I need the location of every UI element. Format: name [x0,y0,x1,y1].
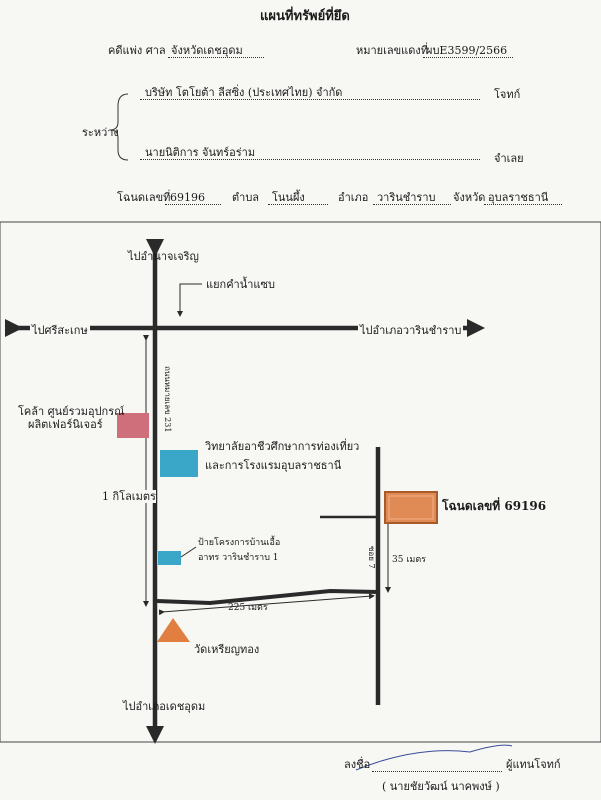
sign-role: ผู้แทนโจทก์ [506,758,561,771]
plaintiff-name: บริษัท โตโยต้า ลีสซิ่ง (ประเทศไทย) จำกัด [145,86,343,99]
between-label: ระหว่าง [82,126,119,139]
court-underline [168,57,264,58]
signature-stroke [355,744,513,771]
furniture-label-1: โคล้า ศูนย์รวมอุปกรณ์ [18,405,125,418]
case-no-underline [423,57,513,58]
deed-no: 69196 [170,191,205,204]
project-sign-marker [158,551,181,565]
furniture-label-2: ผลิตเฟอร์นิเจอร์ [28,418,103,431]
amphoe-value: วารินชำราบ [377,191,436,204]
plaintiff-underline [140,99,480,100]
distance-1km-label: 1 กิโลเมตร [102,490,156,503]
court-value: จังหวัดเดชอุดม [171,44,243,57]
parcel-label: โฉนดเลขที่ 69196 [442,499,547,513]
signer-name: ( นายชัยวัฒน์ นาคพงษ์ ) [382,780,500,793]
plaintiff-role: โจทก์ [494,88,521,101]
highway-label: ถนนหมายเลข 231 [163,366,172,433]
signature-line [372,771,502,772]
defendant-role: จำเลย [494,152,524,165]
junction-label: แยกคำน้ำแซบ [206,278,275,291]
project-label-2: อาทร วารินชำราบ 1 [198,553,279,563]
court-label: คดีแพ่ง ศาล [108,44,166,57]
soi-7-label: ซอย 7 [367,546,376,569]
sign-label: ลงชื่อ [344,758,371,771]
deed-no-underline [165,204,221,205]
deed-label: โฉนดเลขที่ [117,191,171,204]
project-pointer [180,546,197,558]
temple-label: วัดเหรียญทอง [194,643,260,656]
project-label-1: ป้ายโครงการบ้านเอื้อ [198,538,281,548]
between-brace [109,93,129,161]
defendant-underline [140,159,480,160]
amphoe-underline [373,204,451,205]
dimension-225m-line [158,593,375,616]
furniture-shop-marker [117,413,149,438]
tambon-value: โนนผึ้ง [272,191,305,204]
case-no-label: หมายเลขแดงที่ [356,44,428,57]
south-dest-label: ไปอำเภอเดชอุดม [123,700,206,713]
defendant-name: นายนิติการ จันทร์อร่าม [145,146,256,159]
distance-225m-label: 225 เมตร [228,603,268,613]
page-title: แผนที่ทรัพย์ที่ยึด [260,9,350,24]
province-label: จังหวัด [453,191,486,204]
college-label-2: และการโรงแรมอุบลราชธานี [205,459,342,472]
temple-marker [157,618,190,642]
west-dest-label: ไปศรีสะเกษ [30,324,90,337]
north-dest-label: ไปอำนาจเจริญ [128,250,199,263]
east-dest-label: ไปอำเภอวารินชำราบ [358,324,464,337]
college-label-1: วิทยาลัยอาชีวศึกษาการท่องเที่ยว [205,440,360,453]
map-frame [0,221,601,743]
distance-35m-label: 35 เมตร [392,555,427,565]
province-value: อุบลราชธานี [488,191,549,204]
province-underline [484,204,562,205]
college-marker [160,450,198,477]
amphoe-label: อำเภอ [338,191,369,204]
tambon-label: ตำบล [232,191,260,204]
case-no-value: ผบE3599/2566 [426,44,508,57]
tambon-underline [268,204,328,205]
junction-pointer [177,283,202,317]
parcel-marker [384,491,438,524]
